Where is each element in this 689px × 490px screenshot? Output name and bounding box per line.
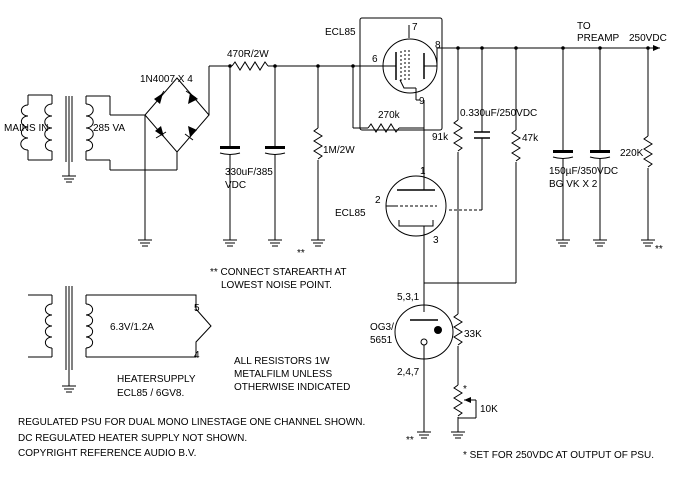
cap-0330 (447, 48, 490, 211)
r-470-label: 470R/2W (227, 49, 269, 60)
footer-line-2: DC REGULATED HEATER SUPPLY NOT SHOWN. (18, 433, 247, 444)
resistor-note-line-2: METALFILM UNLESS (234, 369, 332, 380)
r-47k-resistor (424, 48, 521, 284)
cap-330-unit-label: VDC (225, 180, 246, 191)
r-470-resistor (231, 61, 269, 71)
cap-150-label: 150µF/350VDC (549, 166, 618, 177)
to-preamp-label-1: TO (577, 21, 591, 32)
mains-in-label: MAINS IN (4, 123, 48, 134)
r-10k-label: 10K (480, 404, 498, 415)
footer-set-note: * SET FOR 250VDC AT OUTPUT OF PSU. (463, 450, 654, 461)
heater-transformer (28, 286, 212, 393)
pin-7-label: 7 (412, 22, 418, 33)
og3-pins-bottom-label: 2,4,7 (397, 367, 420, 378)
star-note-line-1: ** CONNECT STAREARTH AT (210, 267, 347, 278)
pin-2-label: 2 (375, 195, 381, 206)
pot-mark: * (463, 384, 467, 395)
pin-9-label: 9 (419, 96, 425, 107)
rectifier-label: 1N4007 X 4 (140, 74, 193, 85)
resistor-note-line-3: OTHERWISE INDICATED (234, 382, 350, 393)
cap-150-count-label: BG VK X 2 (549, 179, 598, 190)
r-91k-label: 91k (432, 132, 449, 143)
pin-6-label: 6 (372, 54, 378, 65)
heater-tube-label: ECL85 / 6GV8. (117, 388, 184, 399)
heater-supply-label: HEATERSUPPLY (117, 374, 196, 385)
transformer-va-label: 285 VA (93, 123, 125, 134)
tube-top-ecl85 (359, 17, 450, 131)
mains-transformer (20, 94, 110, 183)
tube-bottom-label: ECL85 (335, 208, 366, 219)
r-270k-label: 270k (378, 110, 401, 121)
cap-0330-label: 0.330uF/250VDC (460, 108, 537, 119)
r-91k-resistor (453, 48, 463, 283)
heater-pin-5-label: 5 (194, 303, 200, 314)
footer-line-1: REGULATED PSU FOR DUAL MONO LINESTAGE ON… (18, 417, 365, 428)
og3-name-label-2: 5651 (370, 335, 393, 346)
r-47k-label: 47k (522, 133, 539, 144)
to-preamp-label-2: PREAMP (577, 33, 620, 44)
tube-top-label: ECL85 (325, 27, 356, 38)
star-mark-1: ** (297, 248, 305, 259)
star-mark-3: ** (406, 435, 414, 446)
r-220k-label: 220K (620, 148, 644, 159)
og3-pins-label: 5,3,1 (397, 292, 420, 303)
tube-bottom-ecl85 (385, 165, 447, 296)
r-33k-pot-chain (451, 283, 477, 439)
og3-name-label-1: OG3/ (370, 322, 394, 333)
pin-1-label: 1 (420, 166, 426, 177)
heater-volt-label: 6.3V/1.2A (110, 322, 154, 333)
pin-8-label: 8 (435, 40, 441, 51)
star-note-line-2: LOWEST NOISE POINT. (221, 280, 332, 291)
cap-330-label: 330uF/385 (225, 167, 273, 178)
heater-pin-4-label: 4 (194, 350, 200, 361)
out-voltage-label: 250VDC (629, 33, 667, 44)
pin-3-label: 3 (433, 235, 439, 246)
r-33k-label: 33K (464, 329, 482, 340)
resistor-note-line-1: ALL RESISTORS 1W (234, 356, 330, 367)
cap-150-pair (552, 48, 611, 247)
r-1m-label: 1M/2W (323, 145, 355, 156)
star-mark-2: ** (655, 244, 663, 255)
footer-line-3: COPYRIGHT REFERENCE AUDIO B.V. (18, 448, 196, 459)
r-270k-resistor (352, 66, 425, 165)
og3-regulator (394, 296, 454, 439)
r-1m-resistor (311, 66, 325, 247)
cap-330-pair (219, 66, 286, 247)
bridge-rectifier (109, 66, 210, 247)
r-220k-resistor (641, 48, 655, 247)
